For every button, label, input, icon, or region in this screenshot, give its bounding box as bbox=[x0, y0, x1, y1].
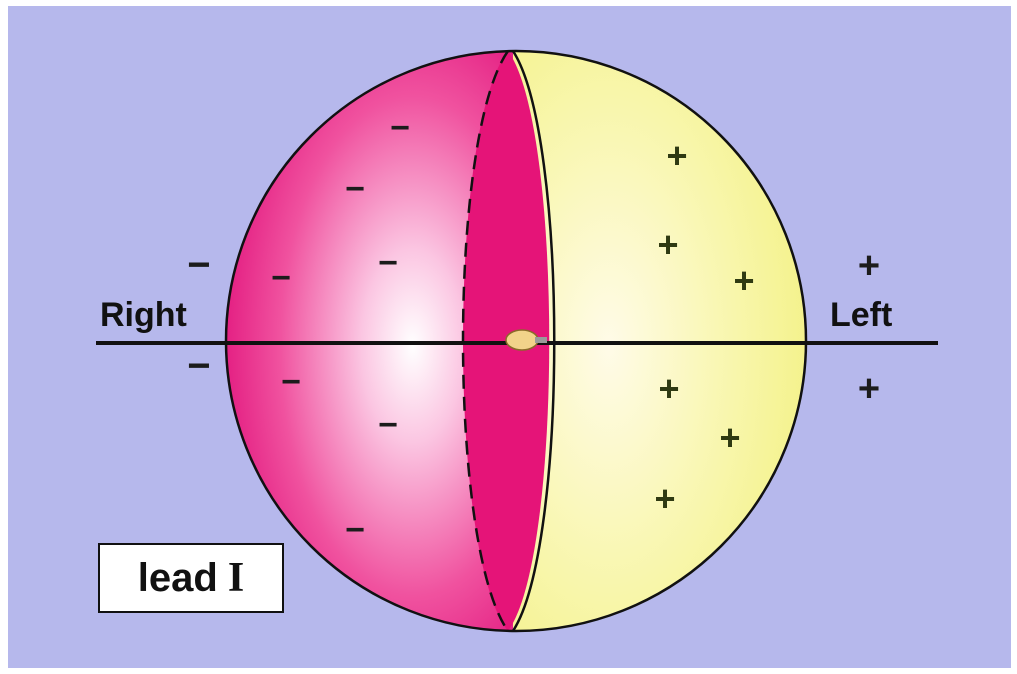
lead-numeral: I bbox=[228, 554, 244, 602]
negative-sign: − bbox=[187, 344, 210, 388]
diagram-frame: − − − − − − − − − + + + + + + + + Right … bbox=[8, 6, 1011, 668]
negative-sign: − bbox=[378, 244, 398, 282]
electrode-icon bbox=[506, 330, 538, 350]
lead-word: lead bbox=[138, 556, 218, 601]
positive-sign: + bbox=[719, 417, 740, 458]
negative-sign: − bbox=[271, 259, 291, 297]
left-label: Left bbox=[830, 298, 892, 332]
positive-hemisphere bbox=[513, 36, 833, 656]
negative-sign: − bbox=[187, 243, 210, 287]
positive-sign: + bbox=[658, 368, 679, 409]
lead-label-box: lead I bbox=[98, 543, 284, 613]
positive-sign: + bbox=[657, 224, 678, 265]
negative-sign: − bbox=[390, 109, 410, 147]
negative-sign: − bbox=[281, 363, 301, 401]
positive-sign: + bbox=[654, 478, 675, 519]
negative-sign: − bbox=[345, 511, 365, 549]
positive-sign: + bbox=[733, 260, 754, 301]
positive-sign: + bbox=[666, 135, 687, 176]
electrode-tip bbox=[535, 337, 547, 343]
right-label: Right bbox=[100, 298, 187, 332]
positive-sign: + bbox=[858, 368, 880, 410]
negative-sign: − bbox=[345, 170, 365, 208]
positive-sign: + bbox=[858, 245, 880, 287]
negative-sign: − bbox=[378, 406, 398, 444]
